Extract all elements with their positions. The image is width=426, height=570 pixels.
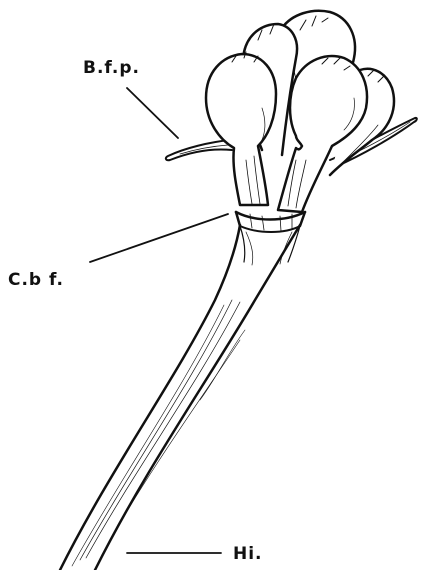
leader-cbf [90, 214, 228, 262]
label-bfp: B.f.p. [83, 58, 140, 78]
flower-front-left [206, 52, 276, 205]
left-bract [166, 140, 232, 160]
collar [236, 212, 305, 265]
leader-bfp [127, 88, 178, 138]
stalk [60, 225, 300, 570]
label-hi: Hi. [233, 544, 263, 564]
label-cbf: C.b f. [8, 270, 64, 290]
